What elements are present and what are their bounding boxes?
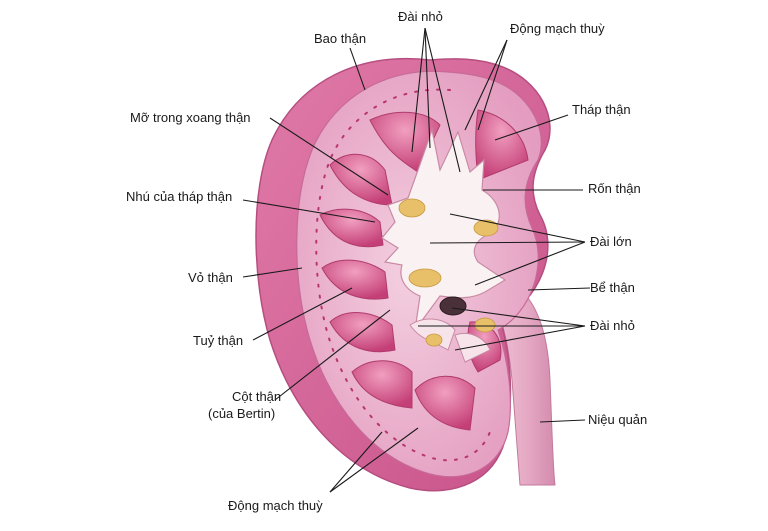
leader-lines	[242, 27, 591, 493]
label-thap-than: Tháp thận	[572, 102, 631, 117]
label-nhu-cua-thap-than: Nhú của tháp thận	[126, 189, 232, 204]
label-ron-than: Rốn thận	[588, 181, 641, 196]
labels: Bao thận Đài nhỏ Động mạch thuỳ Mỡ trong…	[126, 9, 647, 513]
cortex-vessel-dots	[315, 88, 493, 462]
label-dong-mach-thuy-bottom: Động mạch thuỳ	[228, 498, 323, 513]
pelvis-opening	[439, 296, 467, 316]
sinus-fat	[398, 198, 499, 347]
label-dong-mach-thuy-top: Động mạch thuỳ	[510, 21, 605, 36]
label-mo-trong-xoang-than: Mỡ trong xoang thận	[130, 110, 251, 125]
label-cua-bertin: (của Bertin)	[208, 406, 275, 421]
label-vo-than: Vỏ thận	[188, 270, 233, 285]
label-dai-nho-bottom: Đài nhỏ	[590, 318, 635, 333]
label-cot-than: Cột thận	[232, 389, 281, 404]
label-nieu-quan: Niệu quản	[588, 412, 647, 427]
label-tuy-than: Tuỷ thận	[193, 333, 243, 348]
label-dai-lon: Đài lớn	[590, 234, 632, 249]
label-dai-nho-top: Đài nhỏ	[398, 9, 443, 24]
label-bao-than: Bao thận	[314, 31, 366, 46]
label-be-than: Bể thận	[590, 280, 635, 295]
renal-pyramids	[319, 109, 529, 431]
